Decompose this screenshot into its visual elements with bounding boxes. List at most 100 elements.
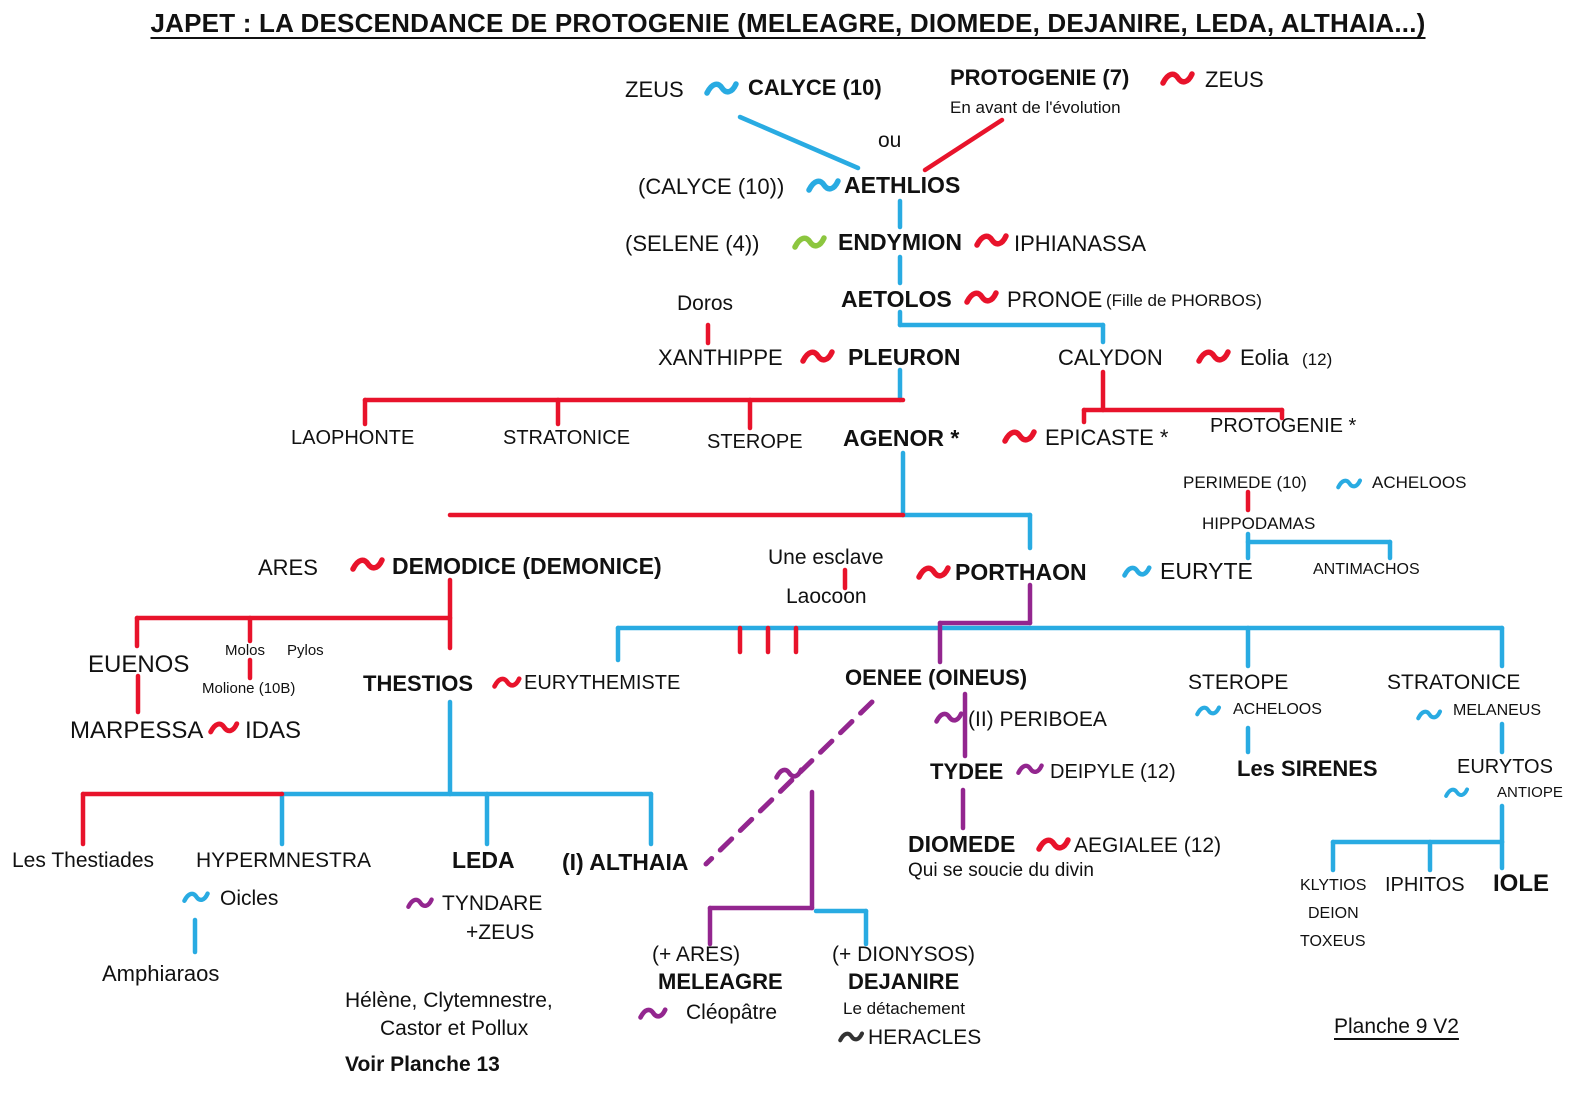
node-dejanire: DEJANIRE [848, 969, 960, 994]
node-deion: DEION [1308, 905, 1359, 922]
node-aetolos: AETOLOS [841, 286, 952, 312]
node-oicles: Oicles [220, 887, 279, 910]
tilde-esclave-porthaon-icon [919, 568, 948, 577]
node-deipyle: DEIPYLE (12) [1050, 761, 1176, 783]
node-pronoe: PRONOE [1007, 287, 1103, 312]
node-acheloos-2: ACHELOOS [1233, 701, 1322, 718]
node-molos: Molos [225, 642, 266, 659]
node-iphitos: IPHITOS [1385, 874, 1465, 896]
node-xanthippe: XANTHIPPE [658, 345, 783, 370]
lines-red [80, 117, 1285, 847]
node-porthaon: PORTHAON [955, 559, 1087, 585]
node-iole: IOLE [1493, 870, 1550, 897]
tilde-perimede-acheloos-icon [1338, 481, 1360, 488]
node-calydon: CALYDON [1058, 345, 1163, 370]
node-toxeus: TOXEUS [1300, 933, 1366, 950]
tilde-stratonice-melaneus-icon [1418, 712, 1440, 719]
tilde-sterope-acheloos-icon [1197, 708, 1219, 715]
tilde-aetolos-pronoe-icon [967, 293, 996, 302]
tilde-endymion-iphianassa-icon [977, 236, 1006, 245]
node-sirenes: Les SIRENES [1237, 756, 1378, 781]
tilde-tydee-deipyle-icon [1018, 766, 1041, 773]
node-marpessa: MARPESSA [70, 717, 204, 744]
node-acheloos-1: ACHELOOS [1372, 473, 1467, 492]
tilde-porthaon-euryte-icon [1125, 568, 1150, 576]
node-epicaste: EPICASTE * [1045, 425, 1169, 450]
node-aegialee: AEGIALEE (12) [1074, 834, 1222, 857]
lines-cyan [192, 114, 1505, 955]
node-heracles: HERACLES [868, 1026, 982, 1049]
node-eolia: Eolia [1240, 345, 1289, 370]
tilde-calydon-eolia-icon [1199, 352, 1228, 361]
note-evolution: En avant de l'évolution [950, 98, 1121, 117]
tilde-diomede-aegialee-icon [1039, 840, 1068, 849]
node-leda: LEDA [452, 847, 515, 873]
note-divin: Qui se soucie du divin [908, 860, 1094, 881]
node-eolia-number: (12) [1302, 350, 1333, 369]
tilde-hypermnestra-oicles-icon [184, 894, 207, 901]
node-calyce-paren: (CALYCE (10)) [638, 174, 785, 199]
node-tyndare: TYNDARE [442, 892, 543, 915]
node-tydee: TYDEE [930, 759, 1004, 784]
node-eurythemiste: EURYTHEMISTE [524, 672, 681, 694]
tilde-zeus-calyce-icon [707, 84, 736, 93]
node-stratonice-1: STRATONICE [503, 427, 631, 449]
tilde-oenee-periboea-icon [937, 714, 962, 722]
node-laophonte: LAOPHONTE [291, 427, 415, 449]
node-zeus-2: ZEUS [1205, 67, 1264, 92]
note-detachement: Le détachement [843, 999, 965, 1018]
plate-reference: Planche 9 V2 [1334, 1015, 1459, 1038]
note-fille-phorbos: (Fille de PHORBOS) [1106, 291, 1262, 310]
node-sterope-2: STEROPE [1188, 671, 1289, 694]
node-castor-pollux: Castor et Pollux [380, 1017, 529, 1040]
node-idas: IDAS [245, 717, 302, 744]
node-plus-zeus: +ZEUS [466, 921, 535, 944]
node-doros: Doros [677, 292, 734, 315]
node-hypermnestra: HYPERMNESTRA [196, 849, 372, 872]
node-protogenie-star: PROTOGENIE * [1210, 415, 1357, 437]
tilde-selene-endymion-icon [795, 238, 824, 247]
tilde-ares-demodice-icon [353, 560, 382, 569]
node-oenee: OENEE (OINEUS) [845, 665, 1028, 690]
node-aethlios: AETHLIOS [844, 172, 961, 198]
node-stratonice-2: STRATONICE [1387, 671, 1521, 694]
node-diomede: DIOMEDE [908, 831, 1016, 857]
tilde-xanthippe-pleuron-icon [803, 352, 832, 361]
tilde-protogenie-zeus-icon [1163, 74, 1192, 83]
node-pylos: Pylos [287, 642, 324, 659]
tilde-thestios-eurythemiste-icon [495, 679, 520, 687]
tilde-dejanire-heracles-icon [840, 1034, 862, 1041]
tilde-agenor-epicaste-icon [1005, 432, 1034, 441]
chart-title: JAPET : LA DESCENDANCE DE PROTOGENIE (ME… [150, 8, 1426, 38]
tilde-marpessa-idas-icon [211, 724, 237, 732]
node-laocoon: Laocoon [786, 585, 867, 608]
node-antiope: ANTIOPE [1497, 784, 1563, 801]
node-klytios: KLYTIOS [1300, 877, 1367, 894]
node-pleuron: PLEURON [848, 344, 961, 370]
tilde-meleagre-cleopatre-icon [641, 1010, 666, 1018]
node-antimachos: ANTIMACHOS [1313, 561, 1420, 578]
node-euryte: EURYTE [1160, 558, 1253, 584]
note-voir-planche-13: Voir Planche 13 [345, 1053, 500, 1076]
node-eurytos: EURYTOS [1457, 756, 1553, 778]
node-demodice: DEMODICE (DEMONICE) [392, 553, 662, 579]
lines-purple [703, 582, 1033, 947]
node-perimede: PERIMEDE (10) [1183, 473, 1307, 492]
node-thestios: THESTIOS [363, 671, 474, 696]
node-iphianassa: IPHIANASSA [1014, 231, 1147, 256]
node-hippodamas: HIPPODAMAS [1202, 514, 1316, 533]
tilde-calyce-aethlios-icon [809, 181, 838, 190]
node-althaia: (I) ALTHAIA [562, 849, 689, 875]
node-zeus-1: ZEUS [625, 77, 684, 102]
node-calyce: CALYCE (10) [748, 75, 882, 100]
node-meleagre: MELEAGRE [658, 969, 783, 994]
node-sterope-1: STEROPE [707, 431, 803, 453]
tilde-leda-tyndare-icon [408, 900, 431, 907]
node-selene: (SELENE (4)) [625, 231, 760, 256]
node-melaneus: MELANEUS [1453, 702, 1542, 719]
tilde-eurytos-antiope-icon [1444, 787, 1470, 798]
node-periboea: (II) PERIBOEA [968, 708, 1107, 731]
node-thestiades: Les Thestiades [12, 849, 155, 872]
